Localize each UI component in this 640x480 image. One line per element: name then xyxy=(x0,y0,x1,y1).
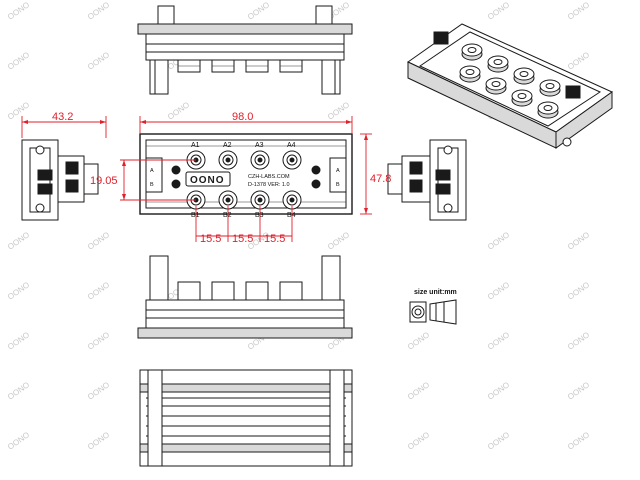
left-side-view xyxy=(21,139,99,221)
watermark-text: OONO xyxy=(406,380,431,401)
bottom-elevation-view xyxy=(137,255,353,339)
watermark-text: OONO xyxy=(86,50,111,71)
connector-label: A1 xyxy=(191,142,200,149)
terminal-label-right-a: A xyxy=(336,168,340,174)
dimension-labels: 43.2 98.0 19.05 47.8 15.5 15.5 15.5 xyxy=(52,111,391,245)
watermark-text: OONO xyxy=(486,0,511,21)
watermark-text: OONO xyxy=(86,330,111,351)
watermark-text: OONO xyxy=(246,0,271,21)
connector-label: B3 xyxy=(255,212,264,219)
dim-width-left: 43.2 xyxy=(52,111,73,123)
watermark-text: OONO xyxy=(6,330,31,351)
dim-height-right: 47.8 xyxy=(370,173,391,185)
watermark-text: OONO xyxy=(566,430,591,451)
watermark-text: OONO xyxy=(566,50,591,71)
watermark-text: OONO xyxy=(86,0,111,21)
watermark-text: OONO xyxy=(486,230,511,251)
watermark-text: OONO xyxy=(86,230,111,251)
dim-height-inner: 19.05 xyxy=(90,175,118,187)
dimension-lines xyxy=(21,116,372,242)
iso-connector xyxy=(539,79,561,97)
watermark-text: OONO xyxy=(86,380,111,401)
watermark-text: OONO xyxy=(486,380,511,401)
watermark-text: OONO xyxy=(566,280,591,301)
watermark-text: OONO xyxy=(486,280,511,301)
watermark-text: OONO xyxy=(86,430,111,451)
iso-connector xyxy=(537,101,559,119)
brand-logo: OONO xyxy=(190,175,225,186)
dim-width-top: 98.0 xyxy=(232,111,253,123)
dim-pitch-3: 15.5 xyxy=(264,233,285,245)
watermark-text: OONO xyxy=(566,330,591,351)
watermark-text: OONO xyxy=(326,100,351,121)
watermark-text: OONO xyxy=(166,100,191,121)
watermark-text: OONO xyxy=(6,280,31,301)
watermark-text: OONO xyxy=(6,380,31,401)
connector-a3: A3 xyxy=(250,142,270,170)
iso-connector xyxy=(487,55,509,73)
top-elevation-view xyxy=(137,5,353,95)
terminal-label-left-a: A xyxy=(150,168,154,174)
watermark-text: OONO xyxy=(566,380,591,401)
iso-connector xyxy=(485,77,507,95)
watermark-text: OONO xyxy=(6,100,31,121)
iso-connector xyxy=(459,65,481,83)
watermark-text: OONO xyxy=(6,230,31,251)
watermark-text: OONO xyxy=(486,430,511,451)
iso-connector xyxy=(511,89,533,107)
terminal-label-right-b: B xyxy=(336,182,340,188)
iso-connector xyxy=(513,67,535,85)
connector-label: B4 xyxy=(287,212,296,219)
connector-label: A3 xyxy=(255,142,264,149)
isometric-view xyxy=(407,23,613,149)
watermark-text: OONO xyxy=(406,330,431,351)
connector-a4: A4 xyxy=(282,142,302,170)
connector-label: B1 xyxy=(191,212,200,219)
iso-connector xyxy=(461,43,483,61)
connector-a2: A2 xyxy=(218,142,238,170)
watermark-text: OONO xyxy=(566,230,591,251)
watermark-text: OONO xyxy=(406,430,431,451)
watermark-text: OONO xyxy=(326,230,351,251)
size-unit-legend: size unit:mm xyxy=(409,289,457,325)
connector-label: A2 xyxy=(223,142,232,149)
connector-label: B2 xyxy=(223,212,232,219)
watermark-text: OONO xyxy=(86,280,111,301)
terminal-label-left-b: B xyxy=(150,182,154,188)
watermark-text: OONO xyxy=(6,0,31,21)
watermark-text: OONO xyxy=(6,430,31,451)
brand-logo-box xyxy=(185,171,231,187)
watermark-text: OONO xyxy=(6,50,31,71)
watermark-text: OONO xyxy=(566,0,591,21)
dim-pitch-1: 15.5 xyxy=(200,233,221,245)
board-site-text: CZH-LABS.COM xyxy=(248,174,290,180)
rear-plan-view xyxy=(139,369,353,467)
dim-pitch-2: 15.5 xyxy=(232,233,253,245)
size-unit-label: size unit:mm xyxy=(414,289,457,296)
connector-label: A4 xyxy=(287,142,296,149)
board-part-text: D-1378 VER: 1.0 xyxy=(248,182,290,188)
watermark-text: OONO xyxy=(486,330,511,351)
right-side-view xyxy=(387,139,467,221)
